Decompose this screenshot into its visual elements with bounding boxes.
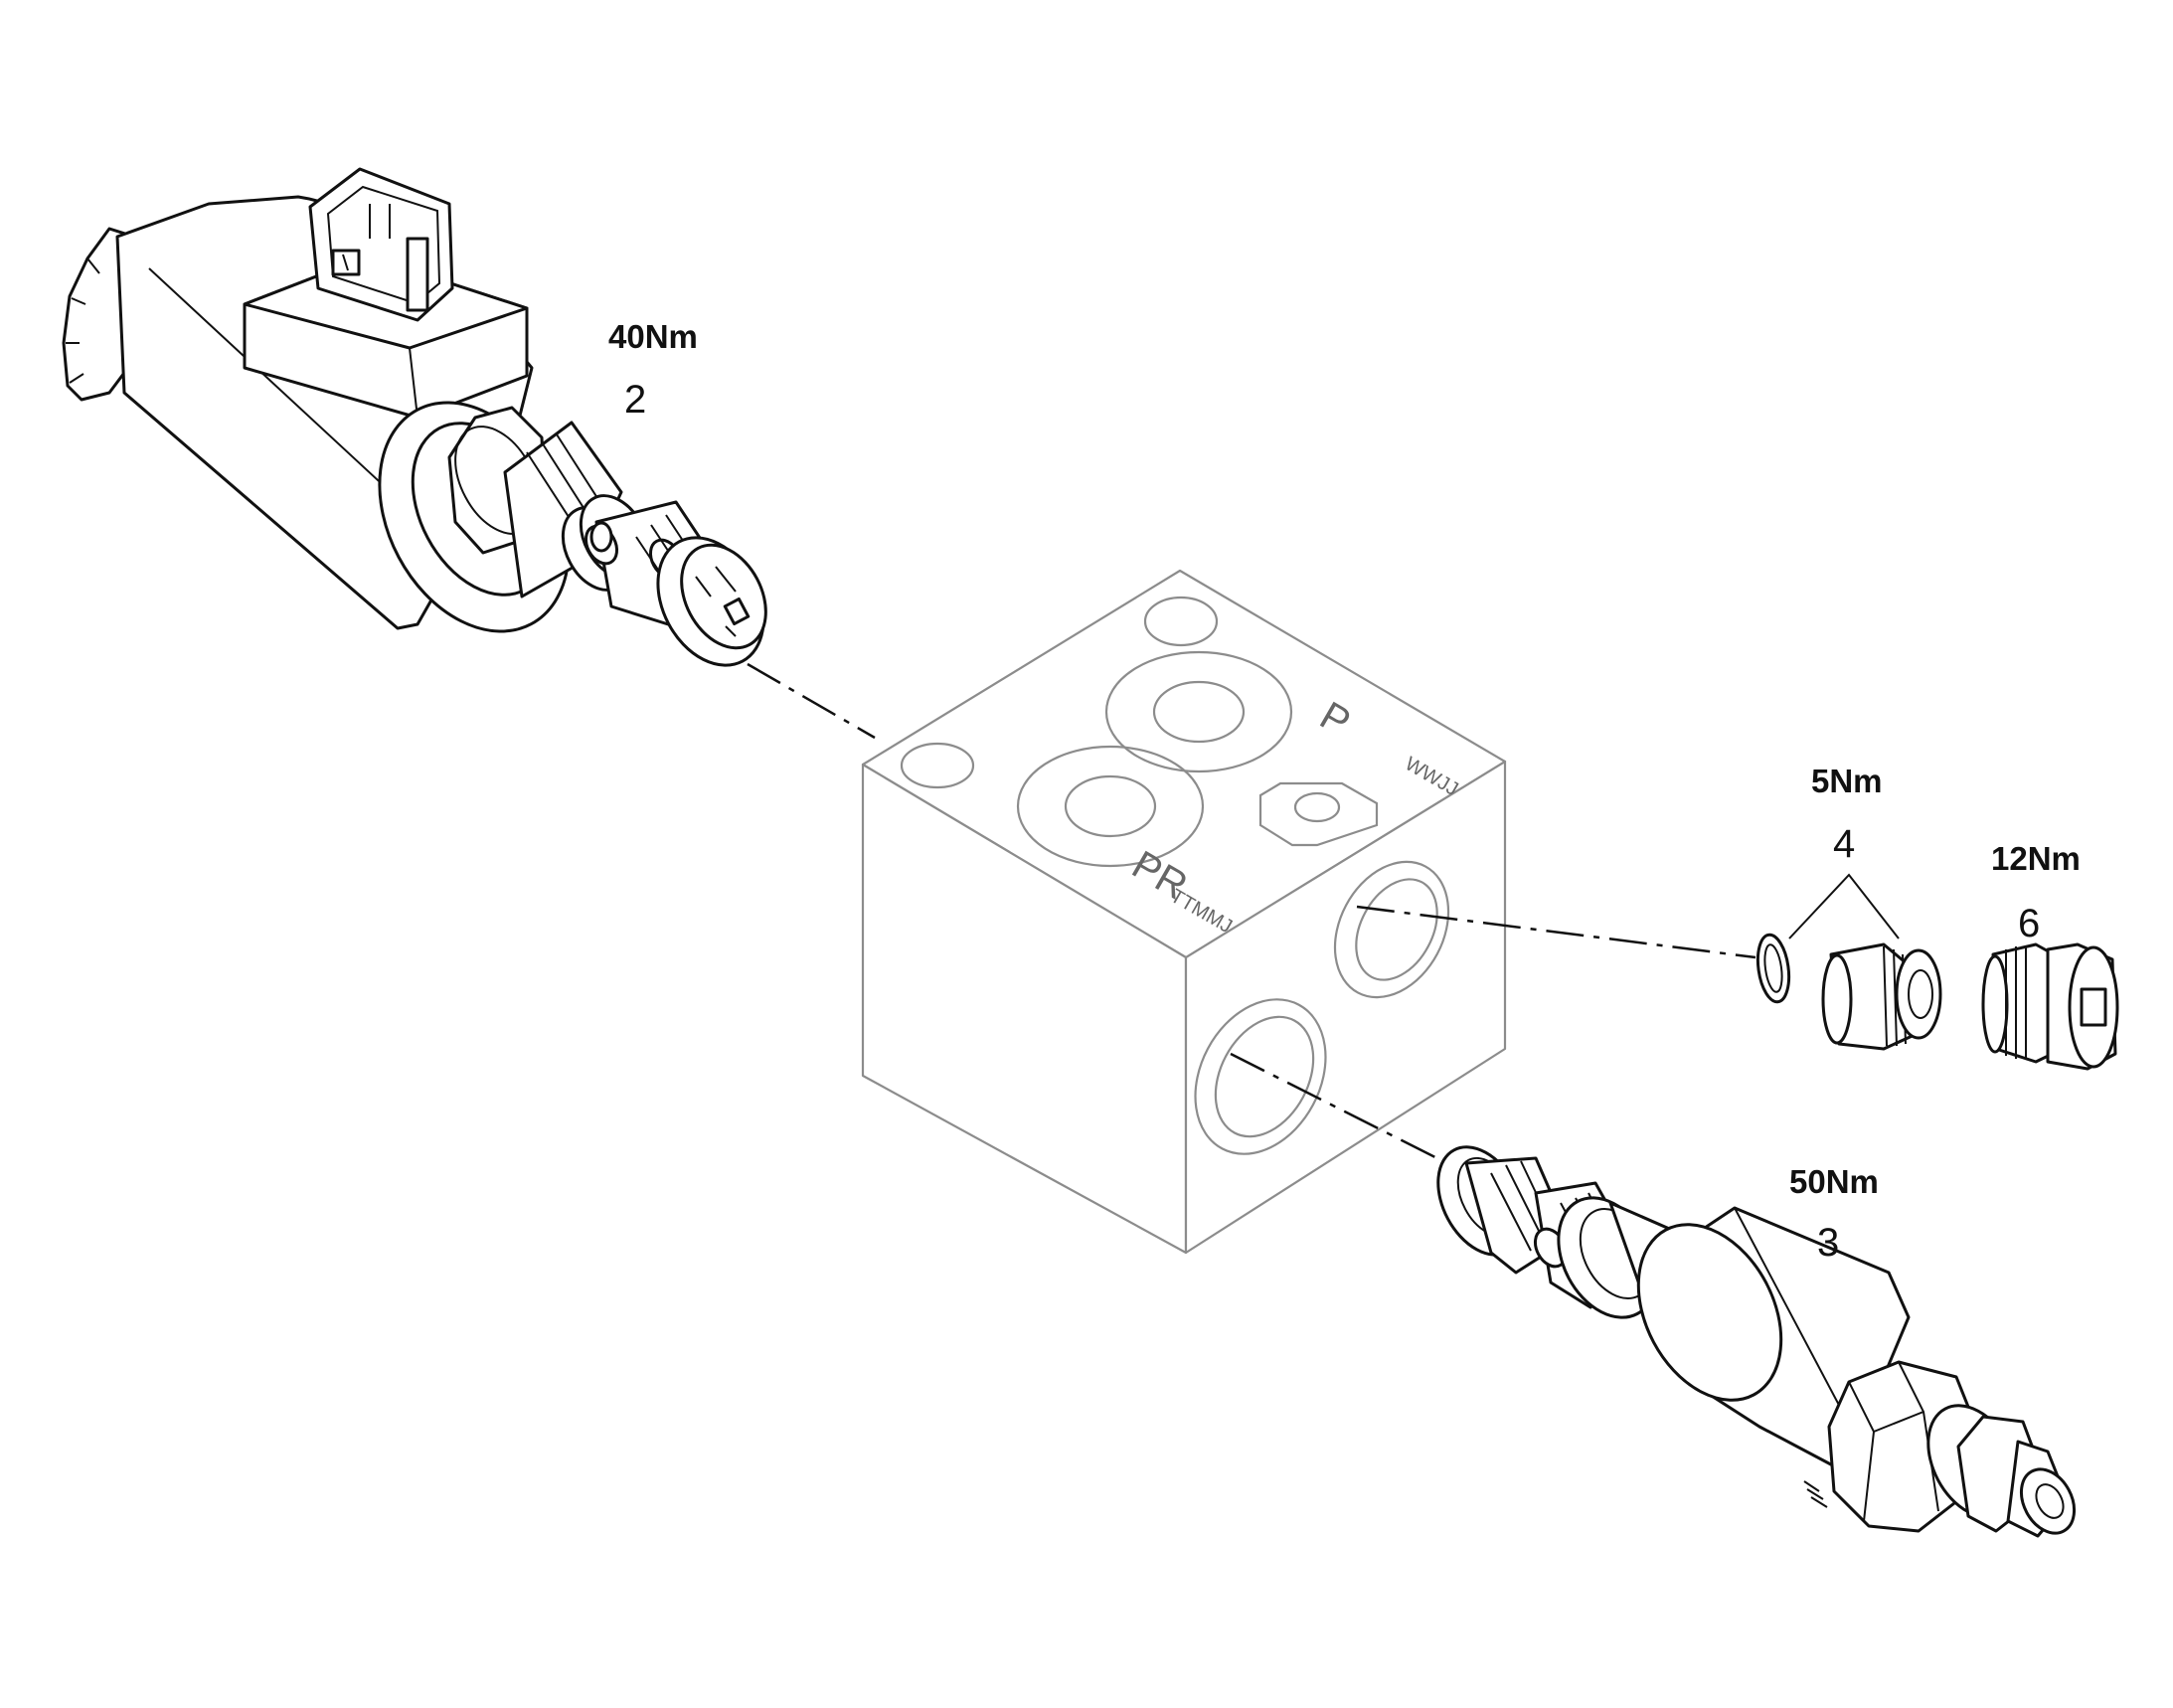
p-port-inner: [1152, 680, 1246, 744]
side-port-front: [1194, 998, 1327, 1155]
plug-assembly-4: [1755, 933, 1942, 1051]
pressure-symbol-icon: [1258, 781, 1379, 847]
hydraulic-block: PR P TTMMJ WWJJ: [861, 569, 1507, 1255]
p-port-outer: [1104, 650, 1293, 773]
pr-port-inner: [1064, 774, 1157, 838]
item-number: 3: [1817, 1221, 1839, 1265]
callout-item-6: 12Nm 6: [1991, 840, 2081, 945]
small-port: [900, 742, 975, 789]
torque-label: 5Nm: [1811, 763, 1883, 799]
callout-item-2: 40Nm 2: [608, 318, 698, 422]
plug-6: [1981, 942, 2119, 1071]
torque-label: 50Nm: [1789, 1163, 1879, 1200]
small-port: [1143, 596, 1219, 647]
assembly-axis-lines: [747, 662, 1756, 1190]
o-ring: [1755, 933, 1791, 1004]
item-number: 4: [1833, 822, 1855, 866]
callout-item-3: 50Nm 3: [1789, 1163, 1879, 1265]
side-port-right: [1333, 860, 1450, 999]
torque-label: 12Nm: [1991, 840, 2081, 877]
solenoid-valve: [62, 167, 767, 667]
torque-label: 40Nm: [608, 318, 698, 355]
item-number: 6: [2018, 902, 2040, 945]
leader-line: [1788, 873, 1900, 939]
pr-port-outer: [1016, 745, 1205, 868]
relief-valve: [1436, 1145, 2077, 1538]
callout-item-4: 5Nm 4: [1788, 763, 1900, 939]
item-number: 2: [624, 378, 646, 422]
